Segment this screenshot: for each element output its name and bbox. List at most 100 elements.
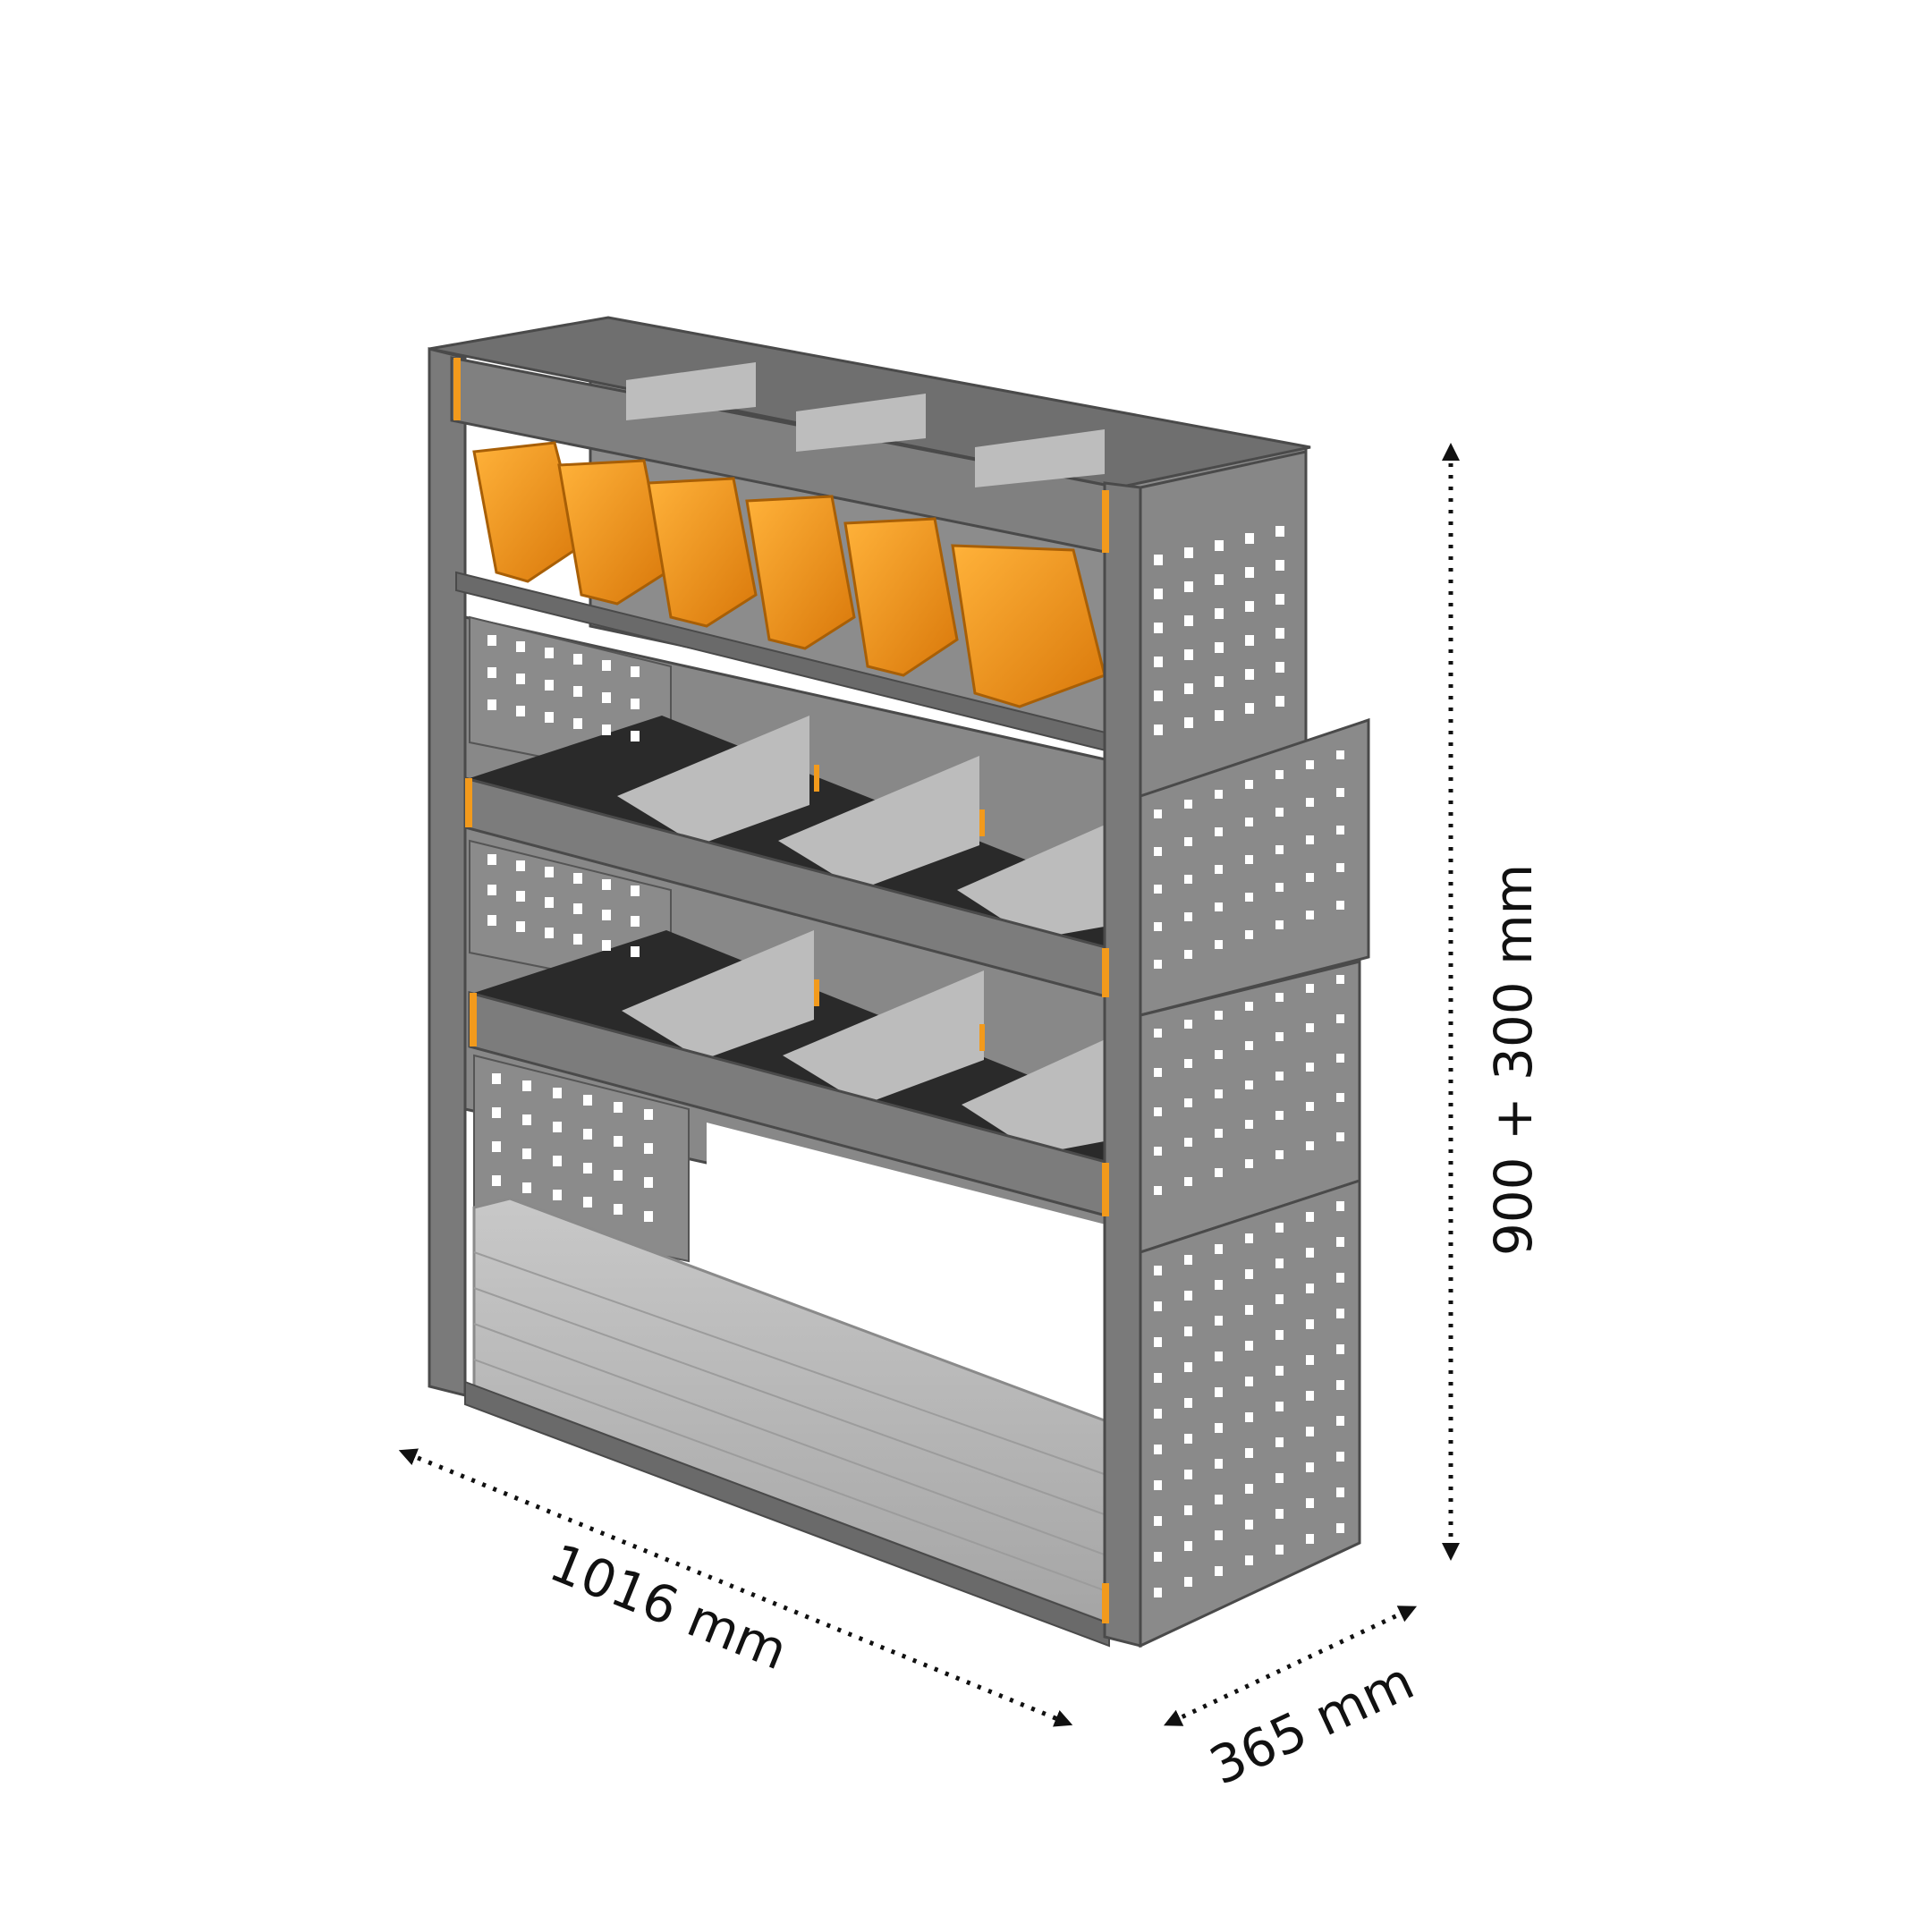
bin-4 [745,495,856,650]
perforation-hole [1245,1341,1253,1351]
perforation-hole [1336,1523,1344,1533]
middle-shelf-1 [470,716,1114,948]
perforation-hole [1154,1029,1162,1038]
perforation-hole [573,934,582,945]
perforation-hole [1275,770,1284,779]
bin-1 [472,441,583,583]
perforation-hole [1215,1089,1223,1098]
perforation-hole [1245,1269,1253,1279]
perforation-hole [1184,581,1193,592]
perforation-hole [1306,835,1314,844]
perforation-hole [1306,1391,1314,1401]
perforation-hole [1215,940,1223,949]
perforation-hole [1275,662,1284,673]
perforation-hole [1245,1002,1253,1011]
perforation-hole [1275,526,1284,537]
perforation-hole [1306,1284,1314,1293]
depth-dimension: 365 mm [1163,1606,1423,1797]
perforation-hole [602,660,611,671]
perforation-hole [545,680,554,691]
perforation-hole [553,1156,562,1166]
perforation-hole [1245,635,1254,646]
perforation-hole [1275,920,1284,929]
perforation-hole [1306,1102,1314,1111]
perforation-hole [1184,912,1192,921]
perforation-hole [1245,1305,1253,1315]
perforation-hole [1245,703,1254,714]
perforation-hole [1215,1387,1223,1397]
perforation-hole [1154,1186,1162,1195]
perforation-hole [1215,1244,1223,1254]
perforation-hole [1275,560,1284,571]
perforation-hole [1154,922,1162,931]
perforation-hole [583,1095,592,1106]
perforation-hole [644,1211,653,1222]
perforation-hole [1154,1445,1162,1454]
perforation-hole [1245,818,1253,826]
perforation-hole [1184,1541,1192,1551]
open-compartment [707,1123,1109,1279]
perforation-hole [487,667,496,678]
perforation-hole [516,921,525,932]
perforation-hole [1215,1423,1223,1433]
perforation-hole [1306,1462,1314,1472]
perforation-hole [1306,984,1314,993]
perforation-hole [602,940,611,951]
perforation-hole [1154,589,1163,599]
bin-6 [951,544,1106,708]
perforation-hole [1184,1177,1192,1186]
perforation-hole [516,674,525,684]
perforation-hole [1215,1530,1223,1540]
perforation-hole [614,1102,623,1113]
perforation-hole [1184,1291,1192,1301]
perforation-hole [1215,1566,1223,1576]
perforation-hole [1306,760,1314,769]
perforation-hole [1245,855,1253,864]
perforation-hole [1306,1212,1314,1222]
perforation-hole [1184,615,1193,626]
perforation-hole [1215,865,1223,874]
perforation-hole [602,879,611,890]
perforation-hole [1306,873,1314,882]
perforation-hole [1336,1273,1344,1283]
perforation-hole [1306,1023,1314,1032]
perforation-hole [516,891,525,902]
perforation-hole [1154,555,1163,565]
perforation-hole [583,1163,592,1174]
perforation-hole [631,731,640,741]
perforation-hole [1154,1147,1162,1156]
perforation-hole [1306,1141,1314,1150]
perforation-hole [1215,790,1223,799]
perforation-hole [1336,863,1344,872]
perforation-hole [1336,1452,1344,1462]
perforation-hole [545,897,554,908]
perforation-hole [573,903,582,914]
perforation-hole [522,1182,531,1193]
perforation-hole [1275,845,1284,854]
perforation-hole [631,916,640,927]
perforation-hole [1154,1068,1162,1077]
perforation-hole [1184,1362,1192,1372]
left-upright [428,347,467,1397]
perforation-hole [1184,1020,1192,1029]
perforation-hole [1275,1258,1284,1268]
right-side-panel-upper [1139,450,1308,798]
perforation-hole [1306,1498,1314,1508]
perforation-hole [522,1114,531,1125]
perforation-hole [1215,608,1224,619]
perforation-hole [1184,875,1192,884]
perforation-hole [1215,574,1224,585]
perforation-hole [1154,1107,1162,1116]
perforation-hole [1336,1380,1344,1390]
right-upright [1103,481,1142,1648]
perforation-hole [1336,1054,1344,1063]
perforation-hole [1215,902,1223,911]
perforation-hole [644,1177,653,1188]
perforation-hole [1245,1159,1253,1168]
perforation-hole [1154,1516,1162,1526]
perforation-hole [1184,683,1193,694]
perforation-hole [1336,901,1344,910]
perforation-hole [1184,1398,1192,1408]
perforation-hole [492,1107,501,1118]
